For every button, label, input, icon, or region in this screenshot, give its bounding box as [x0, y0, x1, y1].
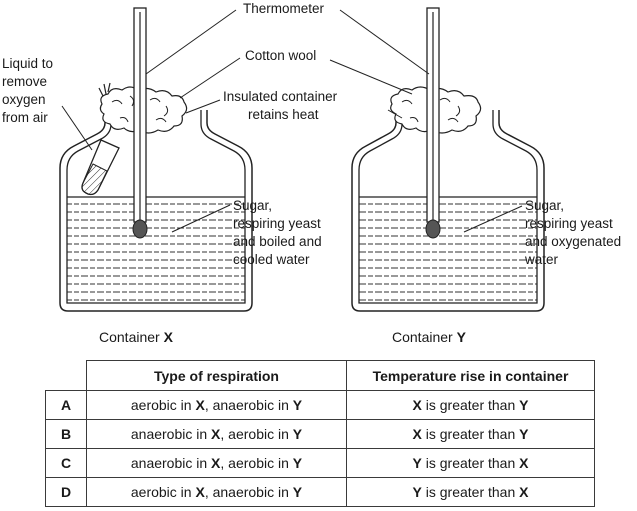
- label-thermometer: Thermometer: [243, 1, 325, 16]
- label-y-contents-line1: Sugar,: [525, 198, 564, 213]
- respiration-type-cell-part: aerobic in: [130, 397, 196, 413]
- option-letter: C: [45, 448, 87, 478]
- label-cotton-wool: Cotton wool: [245, 48, 316, 63]
- option-letter: D: [45, 477, 87, 507]
- temperature-rise-cell-part: is greater than: [421, 426, 520, 442]
- label-insulated-line2: retains heat: [248, 107, 319, 122]
- temperature-rise-cell: X is greater than Y: [346, 390, 595, 420]
- container-y: [351, 7, 545, 312]
- respiration-type-cell: aerobic in X, anaerobic in Y: [86, 477, 347, 507]
- label-liquid-line4: from air: [2, 110, 48, 125]
- respiration-type-cell-part: Y: [292, 397, 303, 413]
- respiration-type-cell-part: , aerobic in: [220, 426, 293, 442]
- label-x-contents-line2: respiring yeast: [233, 216, 321, 231]
- respiration-type-cell: aerobic in X, anaerobic in Y: [86, 390, 347, 420]
- option-letter: A: [45, 390, 87, 420]
- answer-options-table: Type of respiration Temperature rise in …: [45, 360, 595, 507]
- temperature-rise-cell: Y is greater than X: [346, 477, 595, 507]
- caption-container-y: Container Y: [392, 329, 467, 345]
- liquid-x: [67, 197, 245, 303]
- leader-lines: [61, 9, 523, 233]
- header-temperature-rise: Temperature rise in container: [346, 360, 595, 391]
- temperature-rise-cell-part: is greater than: [421, 484, 520, 500]
- liquid-y: [359, 197, 537, 303]
- temperature-rise-cell-part: is greater than: [421, 397, 520, 413]
- label-x-contents-line4: cooled water: [233, 252, 310, 267]
- respiration-type-cell-part: , anaerobic in: [204, 397, 293, 413]
- label-x-contents-line3: and boiled and: [233, 234, 322, 249]
- temperature-rise-cell-part: X: [412, 397, 422, 413]
- respiration-type-cell-part: anaerobic in: [130, 455, 212, 471]
- table-header-row: Type of respiration Temperature rise in …: [45, 360, 595, 391]
- thermometer-y: [425, 7, 441, 239]
- label-y-contents-line3: and oxygenated: [525, 234, 621, 249]
- label-x-contents-line1: Sugar,: [233, 198, 272, 213]
- respiration-type-cell-part: X: [195, 397, 205, 413]
- respiration-type-cell-part: Y: [292, 455, 303, 471]
- header-respiration-type: Type of respiration: [86, 360, 347, 391]
- respiration-type-cell-part: anaerobic in: [130, 426, 212, 442]
- header-blank-cell: [45, 360, 87, 391]
- label-insulated-line1: Insulated container: [223, 89, 338, 104]
- respiration-type-cell-part: X: [211, 455, 221, 471]
- respiration-type-cell-part: Y: [292, 484, 303, 500]
- label-y-contents-line4: water: [524, 252, 559, 267]
- flask-y: [351, 110, 545, 312]
- oxygen-absorber-tube: [81, 139, 120, 196]
- temperature-rise-cell-part: Y: [412, 484, 422, 500]
- option-letter: B: [45, 419, 87, 449]
- label-liquid-line3: oxygen: [2, 92, 46, 107]
- caption-container-x: Container X: [99, 329, 174, 345]
- temperature-rise-cell-part: X: [412, 426, 422, 442]
- flask-x: [59, 110, 253, 312]
- respiration-type-cell-part: X: [195, 484, 205, 500]
- respiration-type-cell-part: , aerobic in: [220, 455, 293, 471]
- temperature-rise-cell-part: Y: [519, 426, 529, 442]
- respiration-type-cell-part: Y: [292, 426, 303, 442]
- respiration-type-cell-part: X: [211, 426, 221, 442]
- temperature-rise-cell-part: Y: [412, 455, 422, 471]
- temperature-rise-cell-part: is greater than: [421, 455, 520, 471]
- temperature-rise-cell-part: X: [519, 484, 529, 500]
- respiration-type-cell: anaerobic in X, aerobic in Y: [86, 419, 347, 449]
- label-y-contents-line2: respiring yeast: [525, 216, 613, 231]
- respiration-type-cell: anaerobic in X, aerobic in Y: [86, 448, 347, 478]
- temperature-rise-cell: Y is greater than X: [346, 448, 595, 478]
- container-x: [59, 7, 253, 312]
- respiration-type-cell-part: aerobic in: [130, 484, 196, 500]
- label-liquid-line2: remove: [2, 74, 47, 89]
- temperature-rise-cell: X is greater than Y: [346, 419, 595, 449]
- thermometer-x: [132, 7, 148, 239]
- temperature-rise-cell-part: X: [519, 455, 529, 471]
- temperature-rise-cell-part: Y: [519, 397, 529, 413]
- label-liquid-line1: Liquid to: [2, 56, 53, 71]
- yeast-respiration-diagram: Thermometer Cotton wool Insulated contai…: [2, 1, 621, 345]
- respiration-type-cell-part: , anaerobic in: [204, 484, 293, 500]
